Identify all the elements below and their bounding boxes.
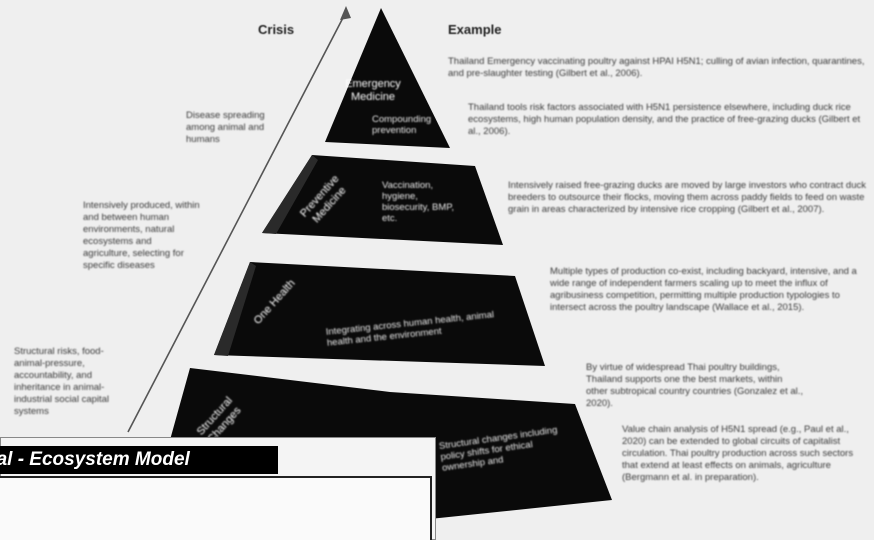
- tier-desc-emergency: Compounding prevention: [372, 114, 432, 136]
- title-tab: cal - Ecosystem Model: [0, 446, 278, 474]
- example-4: Multiple types of production co-exist, i…: [550, 266, 857, 313]
- tier-label-emergency: Emergency Medicine: [345, 78, 401, 103]
- crisis-header: Crisis: [258, 22, 295, 37]
- tier-1-shape: [325, 8, 450, 148]
- tier-2-shape: [262, 155, 503, 245]
- tier-desc-preventive: Vaccination, hygiene, biosecurity, BMP, …: [382, 180, 454, 224]
- example-3: Intensively raised free-grazing ducks ar…: [508, 180, 867, 215]
- crisis-axis-arrow: [127, 11, 347, 433]
- axis-arrowhead: [340, 6, 351, 20]
- example-1: Thailand Emergency vaccinating poultry a…: [448, 56, 865, 79]
- example-header: Example: [448, 22, 502, 37]
- tier-3-shape: [214, 262, 545, 366]
- left-note-3: Structural risks, food-animal-pressure, …: [14, 346, 110, 417]
- example-2: Thailand tools risk factors associated w…: [468, 102, 861, 137]
- page-title: cal - Ecosystem Model: [0, 449, 190, 470]
- example-6: Value chain analysis of H5N1 spread (e.g…: [622, 424, 854, 483]
- tier-3-bevel: [214, 262, 256, 356]
- example-5: By virtue of widespread Thai poultry bui…: [586, 362, 804, 409]
- left-note-2: Intensively produced, within and between…: [83, 200, 200, 271]
- tier-2-bevel: [262, 155, 318, 234]
- title-overlay-inner-panel: [0, 476, 432, 540]
- left-note-1: Disease spreading among animal and human…: [186, 110, 265, 145]
